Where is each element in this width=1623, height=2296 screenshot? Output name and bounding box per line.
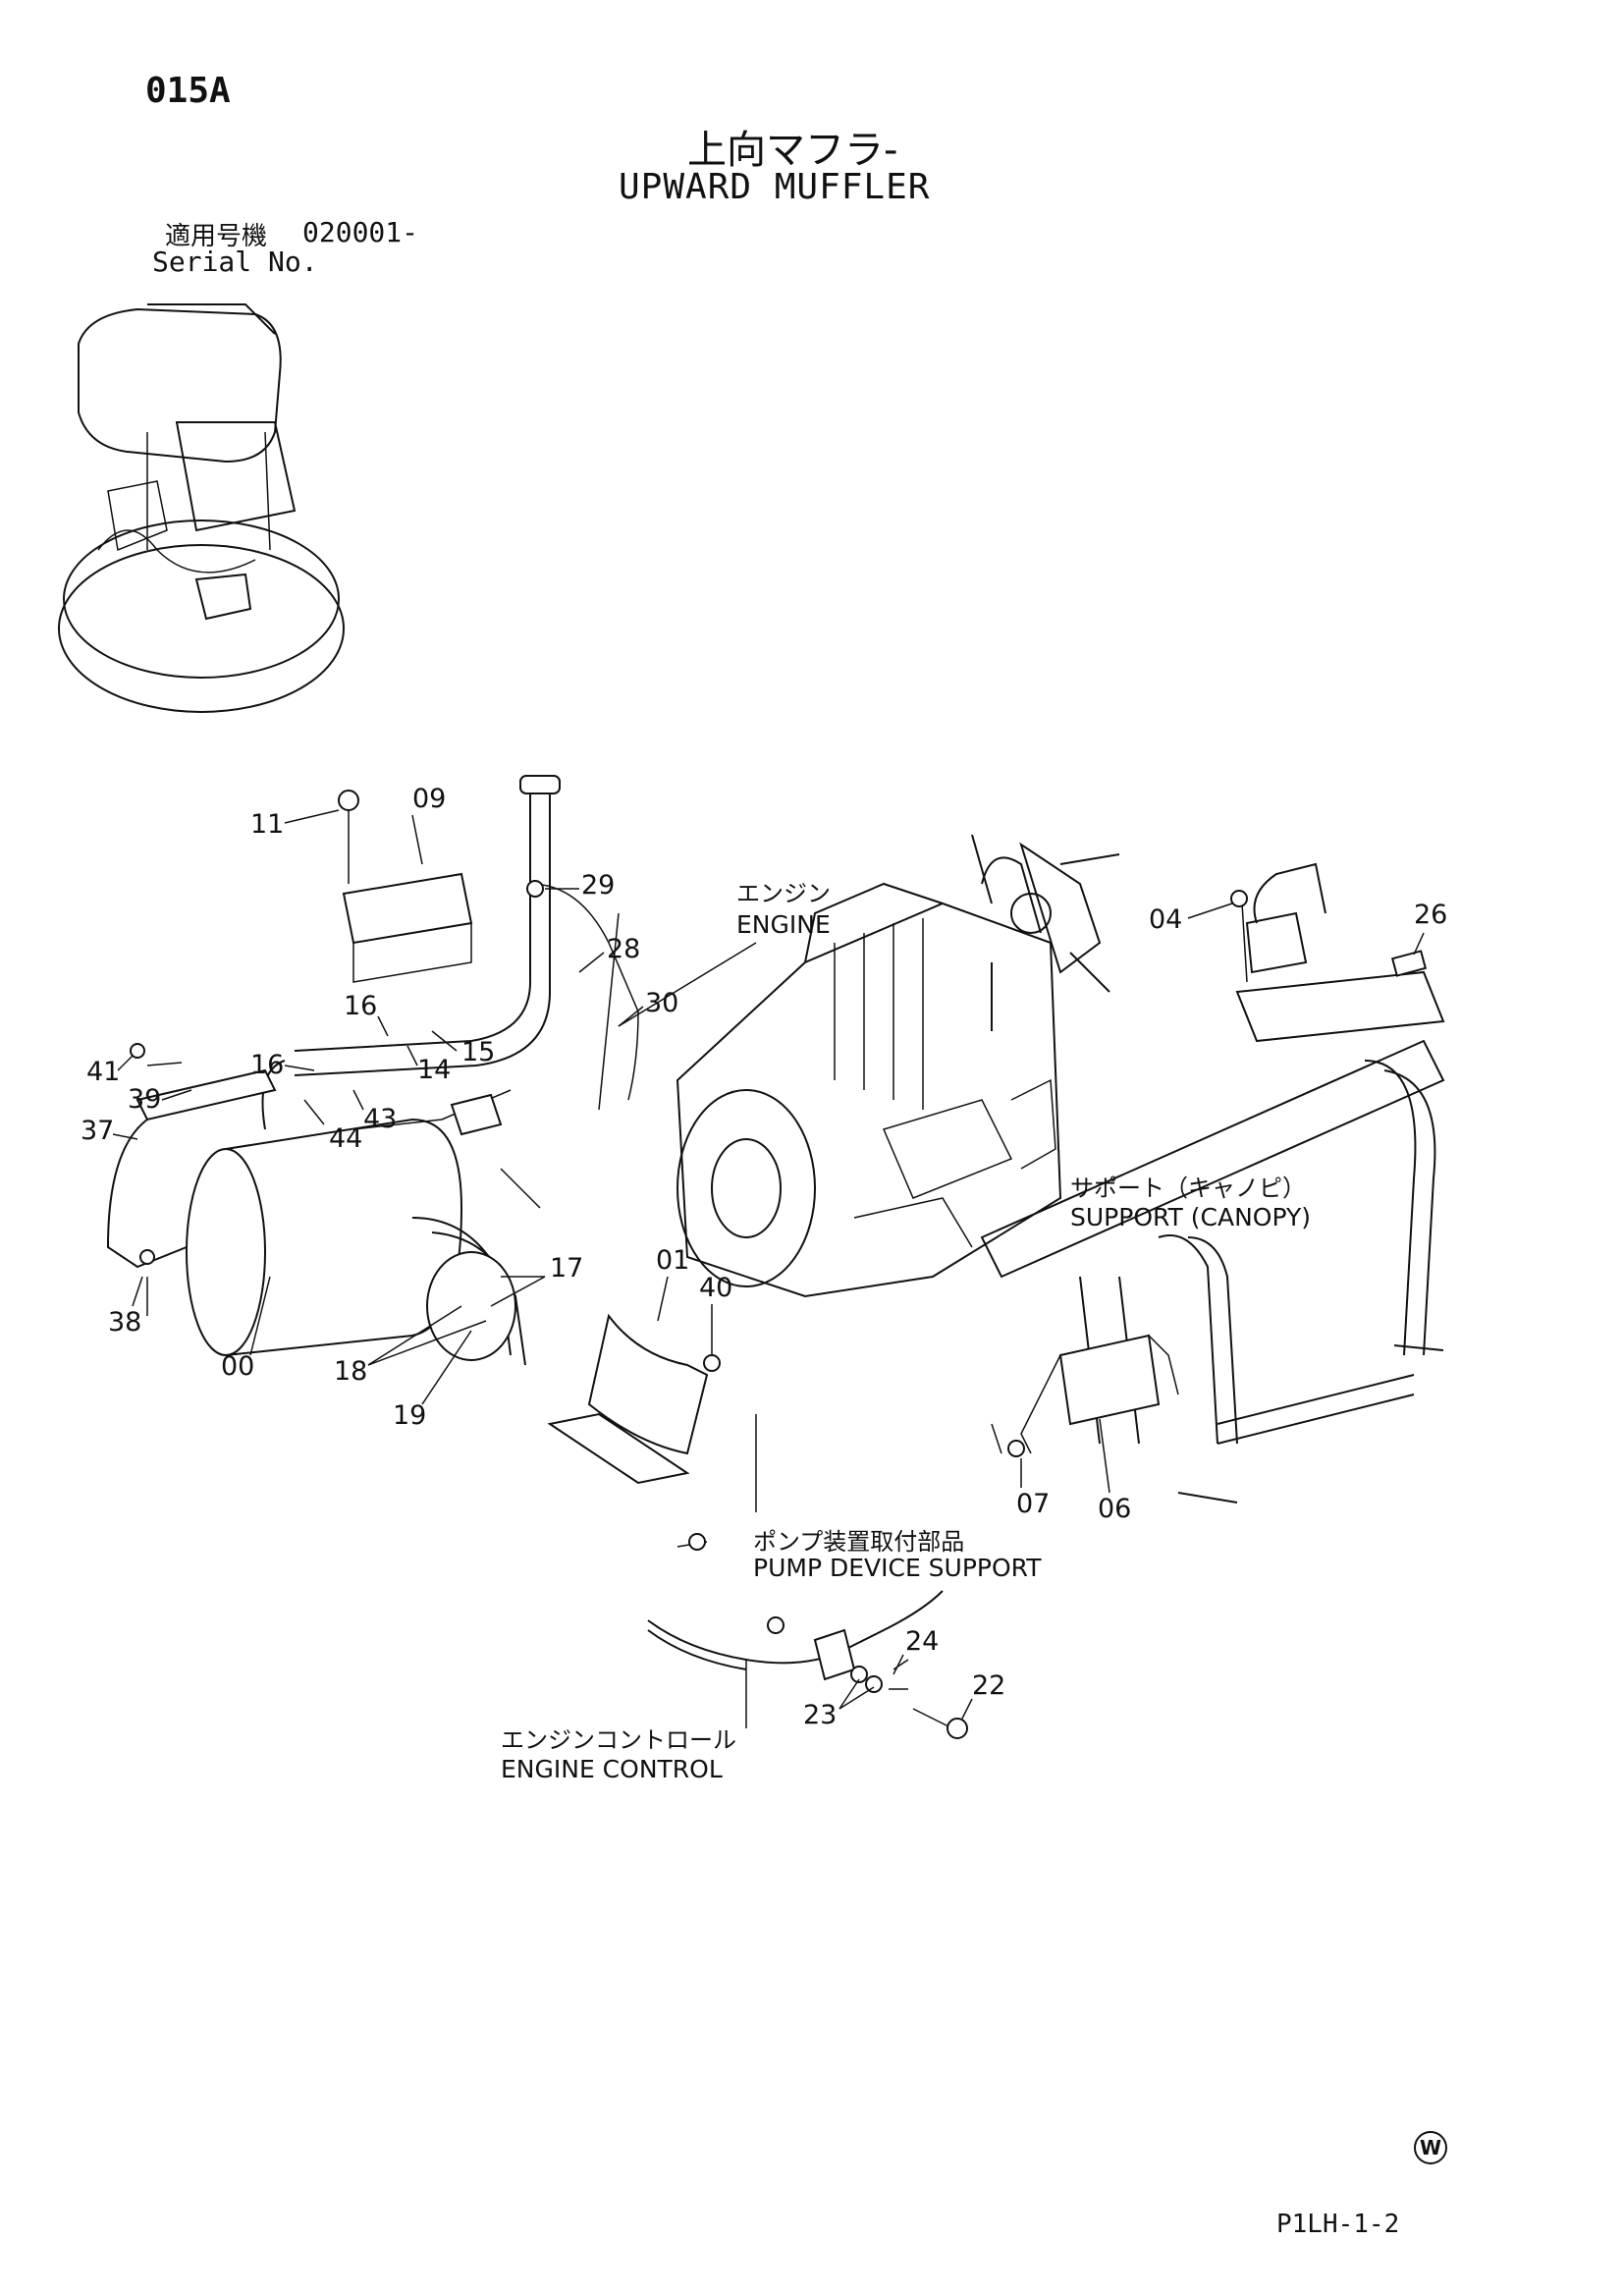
part-label-26: 26 [1414,900,1447,930]
part-label-43: 43 [363,1104,397,1134]
page-title-japanese: 上向マフラ- [687,128,898,173]
serial-number-value: 020001- [302,216,419,248]
engine-control-cable [647,1590,968,1739]
part-label-15: 15 [461,1037,495,1067]
part-label-38: 38 [108,1307,141,1338]
part-label-11: 11 [250,809,284,840]
page-title-english: UPWARD MUFFLER [619,167,931,207]
pump-support-caption-jp: ポンプ装置取付部品 [753,1528,964,1556]
support-canopy-frame [980,862,1445,1503]
part-label-19: 19 [393,1400,426,1431]
part-label-29: 29 [581,870,615,901]
w-mark-icon: W [1414,2131,1447,2164]
part-label-16a: 16 [344,991,377,1021]
part-label-04: 04 [1149,904,1182,935]
part-label-16b: 16 [250,1050,284,1080]
serial-label-english: Serial No. [152,246,318,278]
part-label-23: 23 [803,1700,837,1730]
part-label-28: 28 [607,934,640,964]
part-label-22: 22 [972,1670,1005,1701]
pump-support-caption-en: PUMP DEVICE SUPPORT [753,1554,1042,1582]
part-number-labels: 11 09 29 28 30 16 15 14 16 43 44 41 39 3… [81,784,1447,1730]
part-label-39: 39 [128,1084,161,1115]
serial-label-japanese: 適用号機 [165,222,268,251]
callout-captions: エンジン ENGINE サポート（キャノピ） SUPPORT (CANOPY) … [501,880,1311,1783]
support-caption-en: SUPPORT (CANOPY) [1070,1203,1311,1231]
pump-device-support [547,1313,757,1551]
part-label-37: 37 [81,1116,114,1146]
part-label-44: 44 [329,1123,362,1154]
part-label-14: 14 [417,1055,451,1085]
part-label-07: 07 [1016,1489,1050,1519]
engine-caption-en: ENGINE [736,910,831,939]
part-label-00: 00 [221,1351,254,1382]
muffler-assembly [106,775,639,1366]
part-label-41: 41 [86,1057,120,1087]
part-label-24: 24 [905,1626,939,1657]
part-label-09: 09 [412,784,446,814]
engine-caption-jp: エンジン [736,880,831,907]
page-reference: P1LH-1-2 [1276,2210,1400,2239]
page-code: 015A [145,71,231,111]
engine-illustration [676,834,1120,1298]
engine-control-caption-en: ENGINE CONTROL [501,1755,723,1783]
support-caption-jp: サポート（キャノピ） [1070,1175,1306,1202]
part-label-01: 01 [656,1245,689,1276]
part-label-17: 17 [550,1253,583,1284]
part-label-06: 06 [1098,1494,1131,1524]
engine-control-caption-jp: エンジンコントロール [501,1726,736,1754]
part-label-40: 40 [699,1273,732,1303]
machine-overview-illustration [58,303,345,713]
part-label-18: 18 [334,1356,367,1387]
